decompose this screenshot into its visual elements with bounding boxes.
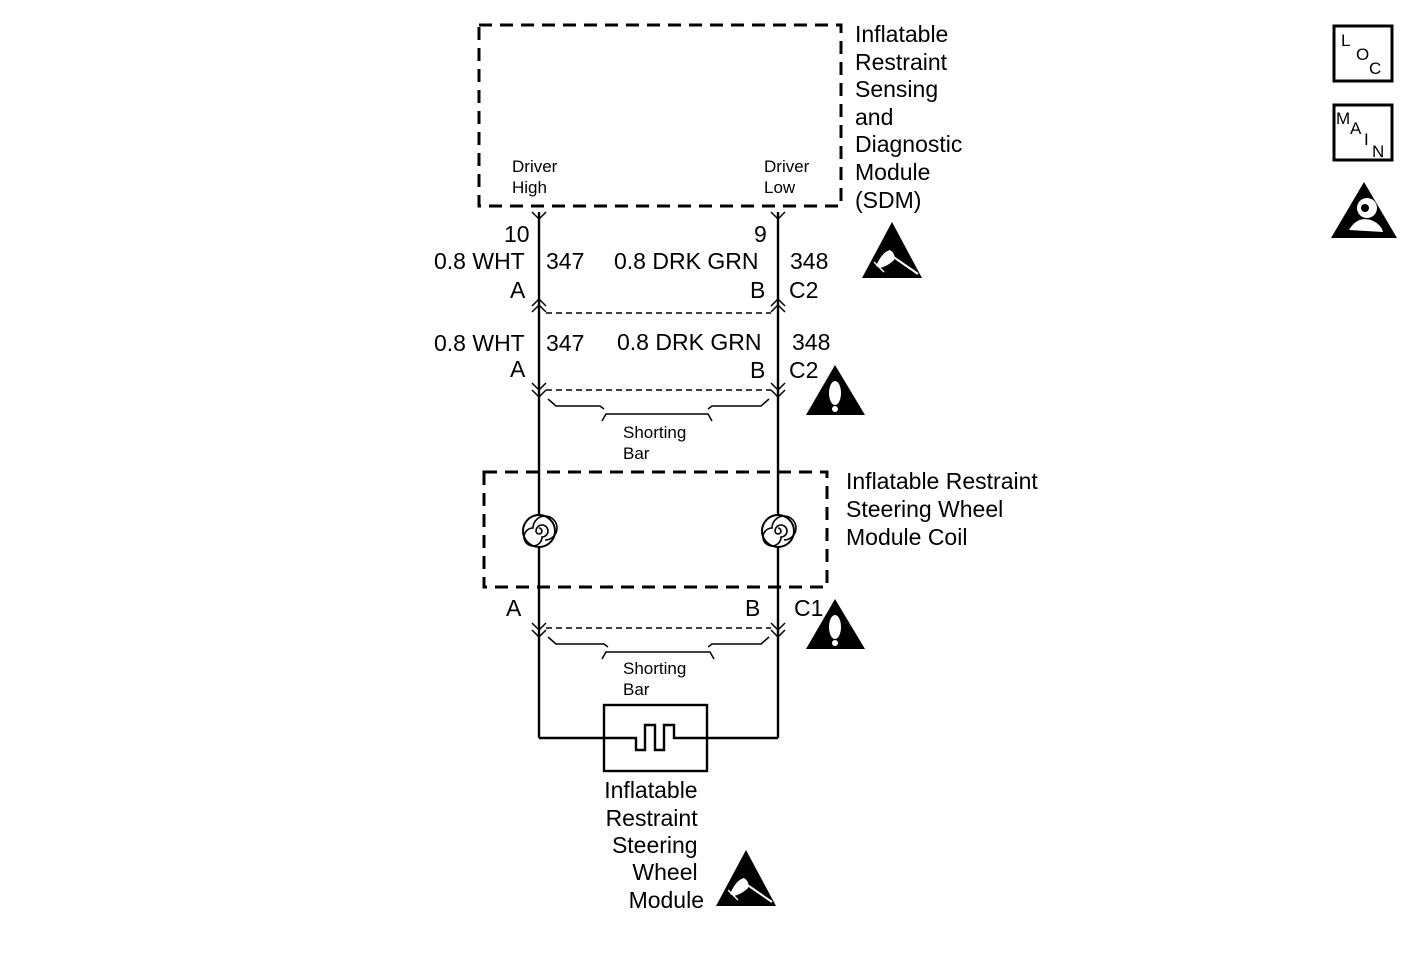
caution-icon: [806, 599, 865, 649]
lower-left-terminal: A: [510, 356, 526, 382]
shorting-bar-upper: [547, 398, 770, 422]
upper-connector-id: C2: [789, 277, 818, 303]
svg-text:L: L: [1341, 31, 1350, 50]
coil-connector-id: C1: [794, 595, 823, 621]
svg-text:I: I: [1364, 130, 1369, 149]
c1-connector: [531, 622, 786, 639]
main-button-icon[interactable]: M A I N: [1332, 103, 1394, 162]
shorting-bar-lower: [547, 636, 770, 660]
esd-warning-icon: [862, 222, 922, 278]
right-circuit-number-2: 348: [792, 329, 830, 355]
right-wire-spec: 0.8 DRK GRN: [614, 248, 758, 274]
coil-left-terminal: A: [506, 595, 522, 621]
coil-right-terminal: B: [745, 595, 760, 621]
upper-left-terminal: A: [510, 277, 526, 303]
svg-text:C: C: [1369, 59, 1381, 78]
squib-symbol: [605, 723, 707, 752]
coil-spiral-left: [522, 514, 558, 548]
sdm-pin-driver-high: Driver High: [512, 157, 562, 197]
caution-icon: [806, 365, 865, 415]
right-pin-number: 9: [754, 221, 767, 247]
sdm-name: Inflatable Restraint Sensing and Diagnos…: [855, 21, 969, 213]
svg-text:N: N: [1372, 142, 1384, 161]
coil-module-box: [482, 470, 829, 589]
right-wire-spec-2: 0.8 DRK GRN: [617, 329, 761, 355]
loc-button-icon[interactable]: L O C: [1332, 24, 1394, 83]
wire-left-347: [537, 212, 605, 740]
left-wire-spec: 0.8 WHT: [434, 248, 525, 274]
left-wire-spec-2: 0.8 WHT: [434, 330, 525, 356]
left-pin-number: 10: [504, 221, 530, 247]
svg-text:A: A: [1350, 119, 1362, 138]
lower-right-terminal: B: [750, 357, 765, 383]
steering-wheel-module-name: Inflatable Restraint Steering Wheel Modu…: [604, 777, 704, 913]
c2-mating-connector: [531, 382, 786, 399]
shorting-bar-label-lower: Shorting Bar: [623, 659, 691, 699]
sdm-module-box: [477, 23, 843, 208]
right-circuit-number: 348: [790, 248, 828, 274]
svg-text:M: M: [1336, 109, 1350, 128]
esd-warning-icon: [716, 850, 776, 906]
airbag-icon[interactable]: [1331, 182, 1397, 238]
coil-spiral-right: [761, 514, 797, 548]
left-circuit-number: 347: [546, 248, 584, 274]
sdm-terminal-chevrons: [531, 211, 786, 221]
c2-inline-connector: [531, 297, 786, 314]
sdm-pin-driver-low: Driver Low: [764, 157, 814, 197]
shorting-bar-label-upper: Shorting Bar: [623, 423, 691, 463]
coil-name: Inflatable Restraint Steering Wheel Modu…: [846, 468, 1044, 550]
left-circuit-number-2: 347: [546, 330, 584, 356]
wire-right-348: [707, 212, 780, 740]
lower-connector-id: C2: [789, 357, 818, 383]
svg-text:O: O: [1356, 45, 1369, 64]
upper-right-terminal: B: [750, 277, 765, 303]
